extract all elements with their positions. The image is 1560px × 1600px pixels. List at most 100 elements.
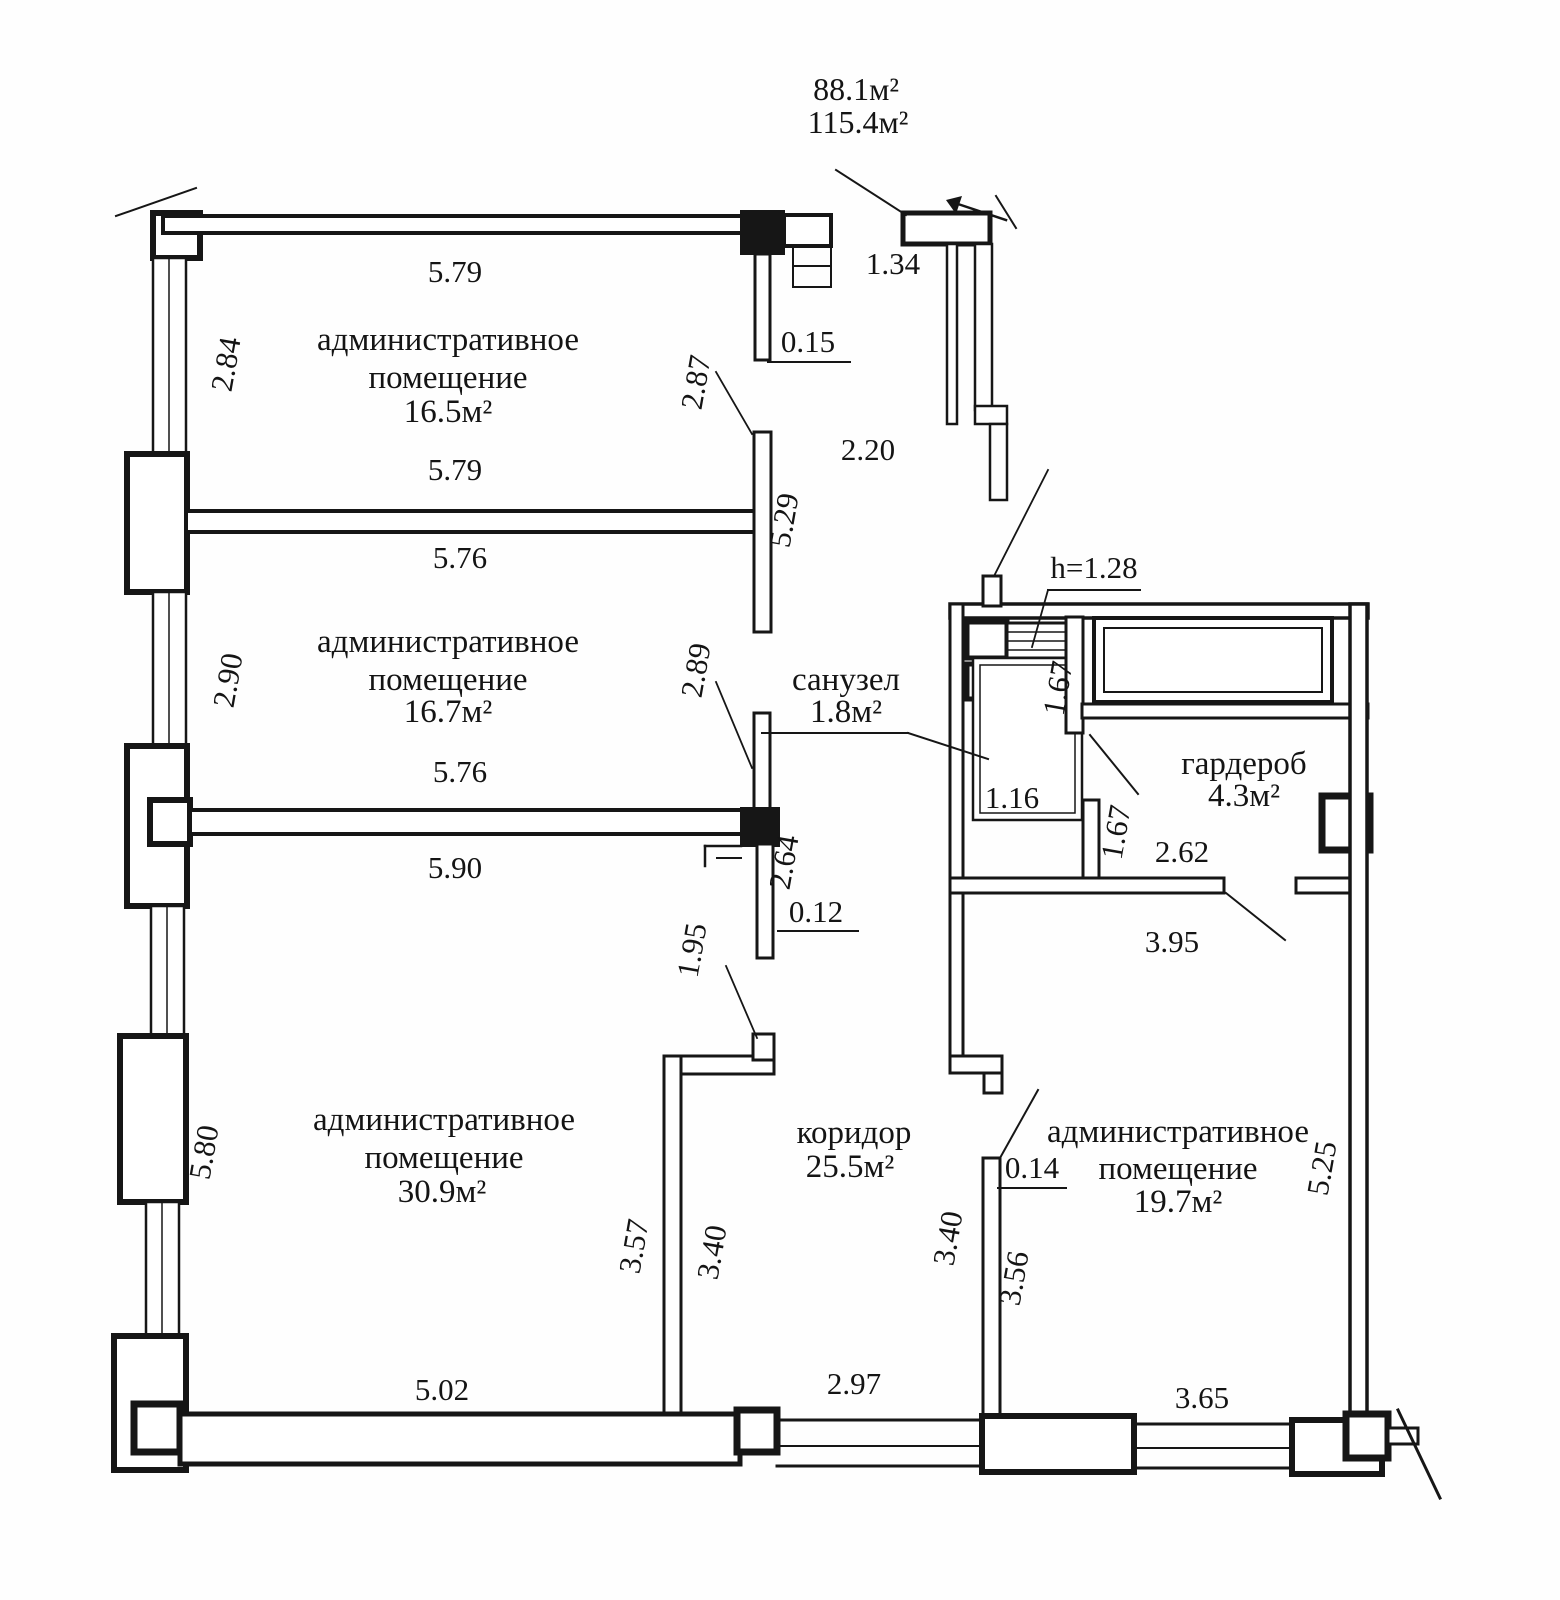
column (147, 797, 193, 847)
column (979, 1413, 1137, 1475)
wall-segment (161, 214, 745, 235)
total-area-2: 115.4м² (808, 104, 909, 140)
dim-corridor-right: 3.40 (926, 1208, 970, 1268)
room4-area: 19.7м² (1134, 1184, 1223, 1220)
room1-area: 16.5м² (404, 394, 493, 430)
wall-segment (188, 808, 745, 836)
dim-room2-right: 2.89 (674, 640, 718, 700)
bathroom-partition-inner (979, 664, 1076, 814)
tick-line (994, 194, 1018, 230)
shaft-box (964, 619, 1010, 661)
door-swing (1088, 733, 1140, 796)
room4-label-line1: административное (1047, 1114, 1309, 1150)
wall-break-line (114, 186, 198, 218)
dim-room2-left: 2.90 (206, 650, 250, 710)
closet-outline (1092, 616, 1334, 704)
wall-segment (988, 422, 1009, 502)
corridor-walls (662, 964, 1040, 1420)
dim-corridor-bottom: 2.97 (827, 1366, 881, 1401)
wall-segment (948, 602, 1370, 620)
dim-corridor-left: 3.40 (690, 1222, 734, 1282)
room2-walls (188, 807, 780, 960)
column (740, 210, 785, 255)
dim-room1-right: 2.87 (674, 352, 718, 412)
exterior-right-wall (1348, 602, 1369, 1436)
bathroom-area: 1.8м² (810, 694, 882, 730)
dim-room2-bottom: 5.76 (433, 754, 487, 789)
room2-label-line2: помещение (368, 662, 527, 698)
wall-segment (1348, 602, 1369, 1436)
leader-line-195 (724, 964, 759, 1040)
dim-stub-015: 0.15 (781, 324, 835, 359)
column (1342, 1410, 1392, 1462)
wall-segment (900, 210, 993, 247)
dim-opening-195: 1.95 (670, 920, 714, 980)
wall-stub (981, 574, 1003, 608)
wall-529 (752, 430, 773, 634)
total-area-1: 88.1м² (813, 71, 899, 107)
dim-entry-opening: 2.20 (841, 432, 895, 467)
room1-walls (184, 430, 773, 813)
wall-segment (752, 711, 772, 813)
closet-outline-inner (1103, 627, 1323, 693)
wall-segment (973, 404, 1009, 426)
wall-segment (177, 1411, 743, 1467)
dim-room2-top: 5.76 (433, 540, 487, 575)
wall-break-line (1396, 1408, 1442, 1500)
column (733, 1406, 781, 1456)
entrance-structure (834, 168, 1050, 582)
corridor-label: коридор (797, 1115, 912, 1151)
column (117, 1033, 189, 1205)
bathroom-label: санузел (792, 662, 900, 698)
dim-wardrobe-width: 2.62 (1155, 834, 1209, 869)
wall-segment (662, 1054, 683, 1420)
entrance-arrow-head (946, 196, 962, 214)
room3-label-line1: административное (313, 1102, 575, 1138)
dim-bath-width: 1.16 (985, 780, 1039, 815)
wall-167-upper (1064, 615, 1085, 735)
label-leaders (714, 361, 1141, 1189)
corridor-area: 25.5м² (806, 1149, 895, 1185)
entrance-arrow-line (950, 200, 1008, 222)
wall-segment (948, 602, 965, 1058)
wardrobe-area: 4.3м² (1208, 778, 1280, 814)
room3-label-line2: помещение (364, 1140, 523, 1176)
door-swing (998, 1088, 1040, 1160)
wall-segment (1080, 702, 1370, 720)
room3-area: 30.9м² (398, 1174, 487, 1210)
wall-stub (751, 1032, 776, 1062)
dim-room1-left: 2.84 (204, 334, 248, 394)
leader-287 (714, 370, 754, 436)
room2-label-line1: административное (317, 624, 579, 660)
exterior-left-wall (111, 186, 203, 1473)
column (130, 1400, 184, 1456)
leader-line-total (834, 168, 908, 217)
dim-entry-width: 1.34 (866, 246, 921, 281)
wall-segment (948, 876, 1226, 895)
dim-room1-top: 5.79 (428, 254, 482, 289)
wall-segment (945, 242, 959, 426)
dim-below-room2: 5.90 (428, 850, 482, 885)
leader-289 (714, 680, 754, 770)
wall-segment (948, 1054, 1004, 1075)
dim-door-wall-014: 0.14 (1005, 1150, 1060, 1185)
dim-niche-h: h=1.28 (1050, 550, 1137, 585)
door-swing (1224, 891, 1287, 942)
dim-room1-bottom: 5.79 (428, 452, 482, 487)
room1-label-line2: помещение (368, 360, 527, 396)
wall-264 (755, 842, 775, 960)
wall-segment (973, 242, 994, 412)
leader-h128 (1030, 588, 1050, 649)
dim-room3-right: 3.57 (612, 1216, 656, 1276)
dim-room4-bottom: 3.65 (1175, 1380, 1229, 1415)
leader-bathroom (906, 731, 990, 761)
leader-line-entry (990, 468, 1050, 582)
wall-stub (982, 1071, 1004, 1095)
wall-stub-015 (753, 252, 772, 362)
wall-stub (1386, 1426, 1420, 1446)
dim-wall-012: 0.12 (789, 894, 843, 929)
step-detail (782, 213, 833, 248)
bathroom-partition (971, 656, 1084, 822)
